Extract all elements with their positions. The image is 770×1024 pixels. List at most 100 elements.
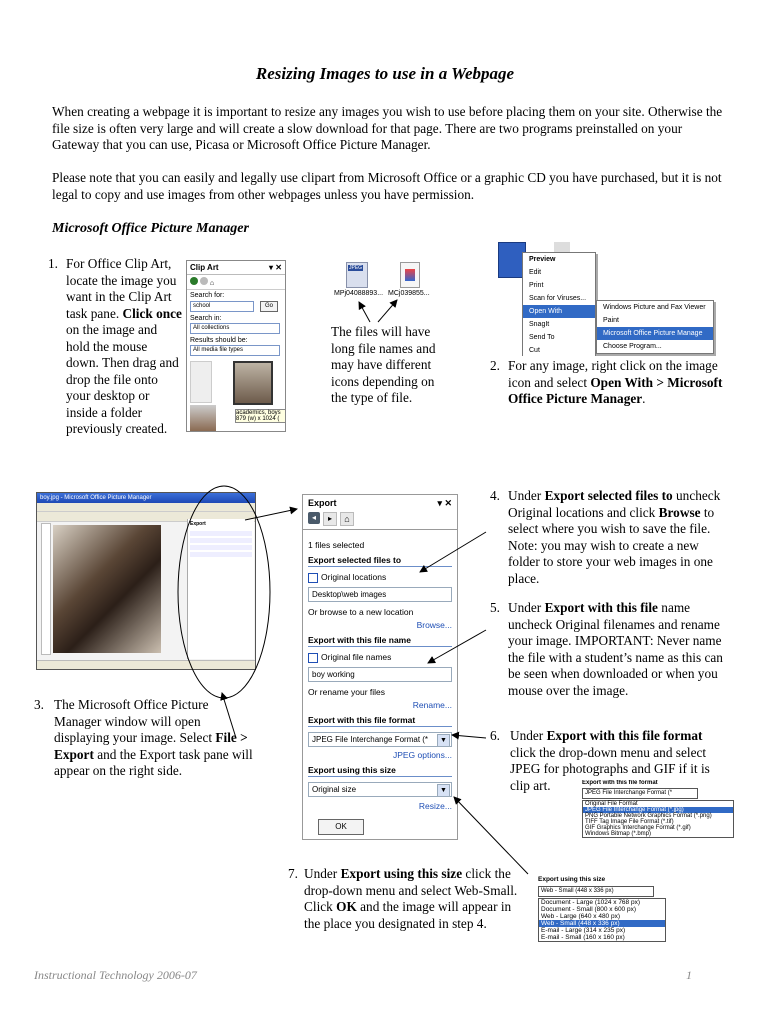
size-dropdown-header: Export using this size <box>538 876 606 883</box>
menu-item-send-to[interactable]: Send To <box>529 334 555 341</box>
menu-item-preview[interactable]: Preview <box>529 256 556 263</box>
results-select[interactable]: All media file types <box>190 345 280 356</box>
clipart-thumb-selected[interactable] <box>233 361 273 405</box>
jpeg-options-link[interactable]: JPEG options... <box>392 749 452 760</box>
footer-text: Instructional Technology 2006-07 <box>34 968 197 982</box>
step-7: 7. Under Export using this size click th… <box>288 866 518 931</box>
export-pane-title: Export <box>308 498 337 508</box>
size-option[interactable]: E-mail - Large (314 x 235 px) <box>541 927 626 934</box>
rename-link[interactable]: Rename... <box>412 699 452 710</box>
back-icon[interactable] <box>190 277 198 285</box>
size-dropdown-list: Document - Large (1024 x 768 px) Documen… <box>538 898 666 942</box>
clipart-pane: Clip Art▾ ✕ ⌂ Search for: school Go Sear… <box>186 260 286 432</box>
results-label: Results should be: <box>190 337 248 344</box>
section-export-filename: Export with this file name <box>308 635 452 647</box>
toolbar[interactable] <box>37 512 255 522</box>
export-pane-mini: Export <box>187 519 254 659</box>
size-dropdown-selected[interactable]: Web - Small (448 x 336 px) <box>538 886 654 897</box>
section-export-size: Export using this size <box>308 765 452 777</box>
menu-item-open-with[interactable]: Open With <box>523 305 595 318</box>
jpeg-file-icon[interactable]: JPEG <box>346 262 368 288</box>
chevron-down-icon[interactable]: ▼ <box>437 733 450 747</box>
size-select[interactable]: Original size▼ <box>308 781 452 797</box>
clipart-thumb-3[interactable] <box>190 405 216 431</box>
original-locations-checkbox[interactable]: Original locations <box>308 572 452 583</box>
size-dropdown-screenshot: Export using this size Web - Small (448 … <box>538 876 674 958</box>
window-titlebar: boy.jpg - Microsoft Office Picture Manag… <box>37 493 255 503</box>
intro-paragraph-1: When creating a webpage it is important … <box>52 104 723 152</box>
export-pane-header: Export ▾ ✕ <box>303 495 457 512</box>
section-export-selected: Export selected files to <box>308 555 452 567</box>
folder-field[interactable]: Desktop\web images <box>308 586 452 602</box>
format-option[interactable]: Windows Bitmap (*.bmp) <box>585 831 652 837</box>
format-option-jpeg[interactable]: JPEG File Interchange Format (*.jpg) <box>583 807 733 813</box>
section-heading: Microsoft Office Picture Manager <box>52 221 249 236</box>
search-input[interactable]: school <box>190 301 254 312</box>
browse-link[interactable]: Browse... <box>416 619 452 630</box>
size-option-web-small[interactable]: Web - Small (448 x 336 px) <box>539 920 665 927</box>
format-option[interactable]: GIF Graphics Interchange Format (*.gif) <box>585 825 691 831</box>
size-option[interactable]: Web - Large (640 x 480 px) <box>541 913 621 920</box>
size-option[interactable]: E-mail - Small (160 x 160 px) <box>541 934 625 941</box>
search-in-select[interactable]: All collections <box>190 323 280 334</box>
open-with-submenu: Windows Picture and Fax Viewer Paint Mic… <box>596 300 714 354</box>
export-pane: Export ▾ ✕ ◂ ▸ ⌂ 1 files selected Export … <box>302 494 458 840</box>
format-dropdown-screenshot: Export with this file format JPEG File I… <box>582 780 738 854</box>
clipart-pane-title: Clip Art <box>190 263 219 272</box>
format-dropdown-selected[interactable]: JPEG File Interchange Format (* <box>582 788 698 799</box>
home-icon[interactable]: ⌂ <box>209 280 215 287</box>
go-button[interactable]: Go <box>260 301 278 312</box>
step-5: 5. Under Export with this file name unch… <box>490 600 723 698</box>
file-1-name: MPj04088893... <box>334 290 384 297</box>
step-4: 4. Under Export selected files to unchec… <box>490 488 721 586</box>
format-option[interactable]: Original File Format <box>585 801 638 807</box>
submenu-item-paint[interactable]: Paint <box>603 317 619 324</box>
resize-link[interactable]: Resize... <box>418 800 452 811</box>
menu-item-print[interactable]: Print <box>529 282 544 289</box>
arrow-step-7 <box>453 796 529 875</box>
files-selected-count: 1 files selected <box>308 540 365 550</box>
forward-icon[interactable] <box>199 277 208 285</box>
step-6: 6. Under Export with this file format cl… <box>490 728 710 793</box>
forward-icon[interactable]: ▸ <box>323 512 337 526</box>
chevron-down-icon[interactable]: ▼ <box>437 783 450 797</box>
page-title: Resizing Images to use in a Webpage <box>255 64 515 83</box>
home-icon[interactable]: ⌂ <box>340 512 354 526</box>
format-dropdown-list: Original File Format JPEG File Interchan… <box>582 800 734 838</box>
arrow-file-2 <box>377 299 398 323</box>
step-3: 3. The Microsoft Office Picture Manager … <box>34 697 253 778</box>
submenu-item-picture-manager[interactable]: Microsoft Office Picture Manage <box>597 327 713 340</box>
close-icon[interactable]: ▾ ✕ <box>269 263 282 272</box>
format-dropdown-header: Export with this file format <box>582 780 658 786</box>
size-option[interactable]: Document - Small (800 x 600 px) <box>541 906 637 913</box>
intro-paragraph-2: Please note that you can easily and lega… <box>52 170 722 202</box>
step-2: 2. For any image, right click on the ima… <box>490 358 723 406</box>
format-select[interactable]: JPEG File Interchange Format (*▼ <box>308 731 452 747</box>
clipart-file-icon[interactable] <box>400 262 420 288</box>
submenu-item-fax-viewer[interactable]: Windows Picture and Fax Viewer <box>603 304 706 311</box>
browse-text: Or browse to a new location <box>308 606 414 617</box>
arrow-file-1 <box>358 301 371 323</box>
context-menu: Preview Edit Print Scan for Viruses... O… <box>522 252 596 356</box>
format-option[interactable]: PNG Portable Network Graphics Format (*.… <box>585 813 712 819</box>
photo-preview <box>53 525 161 653</box>
back-icon[interactable]: ◂ <box>308 512 320 524</box>
file-name-field[interactable]: boy working <box>308 666 452 682</box>
menu-item-cut[interactable]: Cut <box>529 347 540 354</box>
menu-item-scan[interactable]: Scan for Viruses... <box>529 295 587 302</box>
size-option[interactable]: Document - Large (1024 x 768 px) <box>541 899 640 906</box>
search-for-label: Search for: <box>190 292 225 299</box>
menu-bar[interactable] <box>37 503 255 512</box>
menu-item-edit[interactable]: Edit <box>529 269 542 276</box>
export-nav: ◂ ▸ ⌂ <box>303 512 457 530</box>
context-menu-screenshot: Preview Edit Print Scan for Viruses... O… <box>494 238 716 356</box>
original-file-names-checkbox[interactable]: Original file names <box>308 652 452 663</box>
close-icon[interactable]: ▾ ✕ <box>437 498 452 508</box>
format-option[interactable]: TIFF Tag Image File Format (*.tif) <box>585 819 674 825</box>
ok-button[interactable]: OK <box>318 818 364 835</box>
submenu-item-choose-program[interactable]: Choose Program... <box>603 343 662 350</box>
clipart-thumb-1[interactable] <box>190 361 212 403</box>
step-1: 1. For Office Clip Art, locate the image… <box>48 256 182 436</box>
menu-item-snagit[interactable]: SnagIt <box>529 321 550 328</box>
